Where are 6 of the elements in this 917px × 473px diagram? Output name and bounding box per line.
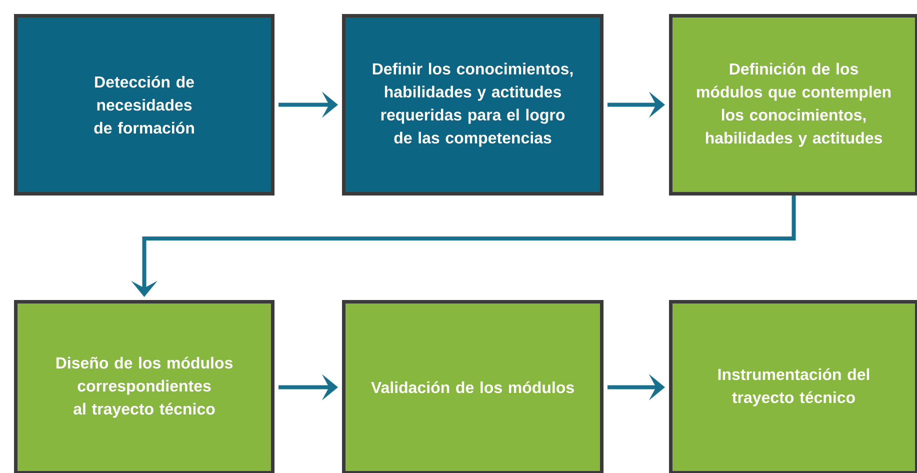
process-box: Definir los conocimientos, habilidades y actitudes requeridas para el logro de las competencias [342, 14, 604, 196]
process-box: Instrumentación del trayecto técnico [669, 300, 917, 473]
process-box: Detección de necesidades de formación [14, 14, 274, 196]
process-box: Definición de los módulos que contemplen los conocimientos, habilidades y actitudes [669, 14, 917, 196]
process-box: Diseño de los módulos correspondientes al trayecto técnico [14, 300, 274, 473]
process-box: Validación de los módulos [342, 300, 604, 473]
